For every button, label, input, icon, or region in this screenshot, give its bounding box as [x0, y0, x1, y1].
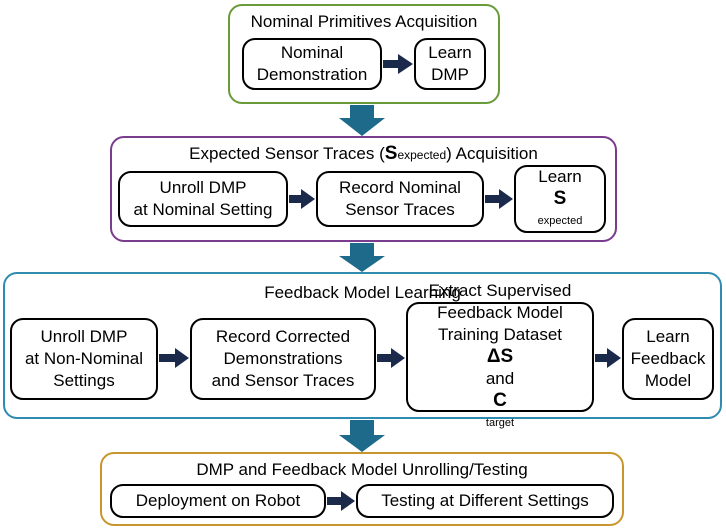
small-arrow-g3a [159, 348, 189, 368]
step-line: Record Corrected [215, 327, 351, 346]
big-arrow-1 [339, 105, 385, 136]
group-title: Expected Sensor Traces (Sexpected) Acqui… [112, 144, 615, 165]
and-word: and [485, 369, 515, 388]
step-line: Deployment on Robot [135, 491, 301, 510]
small-arrow-g3b [377, 348, 405, 368]
small-arrow-g2a [289, 189, 315, 209]
step-line: Unroll DMP [159, 178, 247, 197]
step-record-corrected: Record Corrected Demonstrations and Sens… [190, 318, 376, 400]
step-learn-dmp: Learn DMP [414, 38, 486, 90]
s-symbol: S [384, 143, 398, 164]
delta-s-symbol: ΔS [486, 346, 514, 367]
step-line: Learn [538, 167, 582, 186]
step-line: Settings [53, 371, 115, 390]
step-line: at Nominal Setting [133, 200, 273, 219]
step-line: Demonstrations [223, 349, 343, 368]
step-unroll-dmp-non-nominal: Unroll DMP at Non-Nominal Settings [10, 318, 158, 400]
step-testing-settings: Testing at Different Settings [356, 484, 614, 518]
step-line: Testing at Different Settings [381, 491, 589, 510]
step-line: Learn [646, 327, 690, 346]
step-line: Nominal [280, 43, 344, 62]
small-arrow-g4 [327, 491, 355, 511]
step-line: Unroll DMP [40, 327, 128, 346]
step-extract-dataset: Extract Supervised Feedback Model Traini… [406, 281, 594, 429]
step-line: Record Nominal [339, 178, 461, 197]
step-deployment-on-robot: Deployment on Robot [110, 484, 326, 518]
step-nominal-demonstration: Nominal Demonstration [242, 38, 382, 90]
step-line: Learn [428, 43, 472, 62]
step-record-nominal-sensor: Record Nominal Sensor Traces [316, 171, 484, 227]
step-line: Feedback Model [437, 303, 563, 322]
s-symbol: S [553, 188, 567, 209]
title-suffix: ) Acquisition [446, 144, 538, 163]
s-subscript: expected [397, 148, 447, 162]
c-symbol: C [493, 390, 507, 411]
small-arrow-g2b [485, 189, 513, 209]
step-line: and Sensor Traces [211, 371, 355, 390]
step-unroll-dmp-nominal: Unroll DMP at Nominal Setting [118, 171, 288, 227]
c-subscript: target [485, 417, 515, 429]
group-title: Nominal Primitives Acquisition [250, 12, 478, 31]
step-line: Demonstration [256, 65, 368, 84]
step-line: Extract Supervised [428, 281, 572, 300]
step-line: at Non-Nominal [24, 349, 144, 368]
step-learn-feedback-model: Learn Feedback Model [622, 318, 714, 400]
group-title: DMP and Feedback Model Unrolling/Testing [196, 460, 528, 479]
step-line: Model [644, 371, 692, 390]
big-arrow-2 [339, 243, 385, 272]
small-arrow-g1 [383, 54, 413, 74]
step-line: DMP [431, 65, 469, 84]
step-line: Training Dataset [437, 325, 563, 344]
s-subscript: expected [537, 215, 583, 227]
step-line: Feedback [630, 349, 706, 368]
small-arrow-g3c [595, 348, 621, 368]
title-prefix: Expected Sensor Traces ( [189, 144, 385, 163]
big-arrow-3 [339, 420, 385, 452]
step-line: Sensor Traces [345, 200, 455, 219]
group-title: Feedback Model Learning [264, 283, 461, 302]
